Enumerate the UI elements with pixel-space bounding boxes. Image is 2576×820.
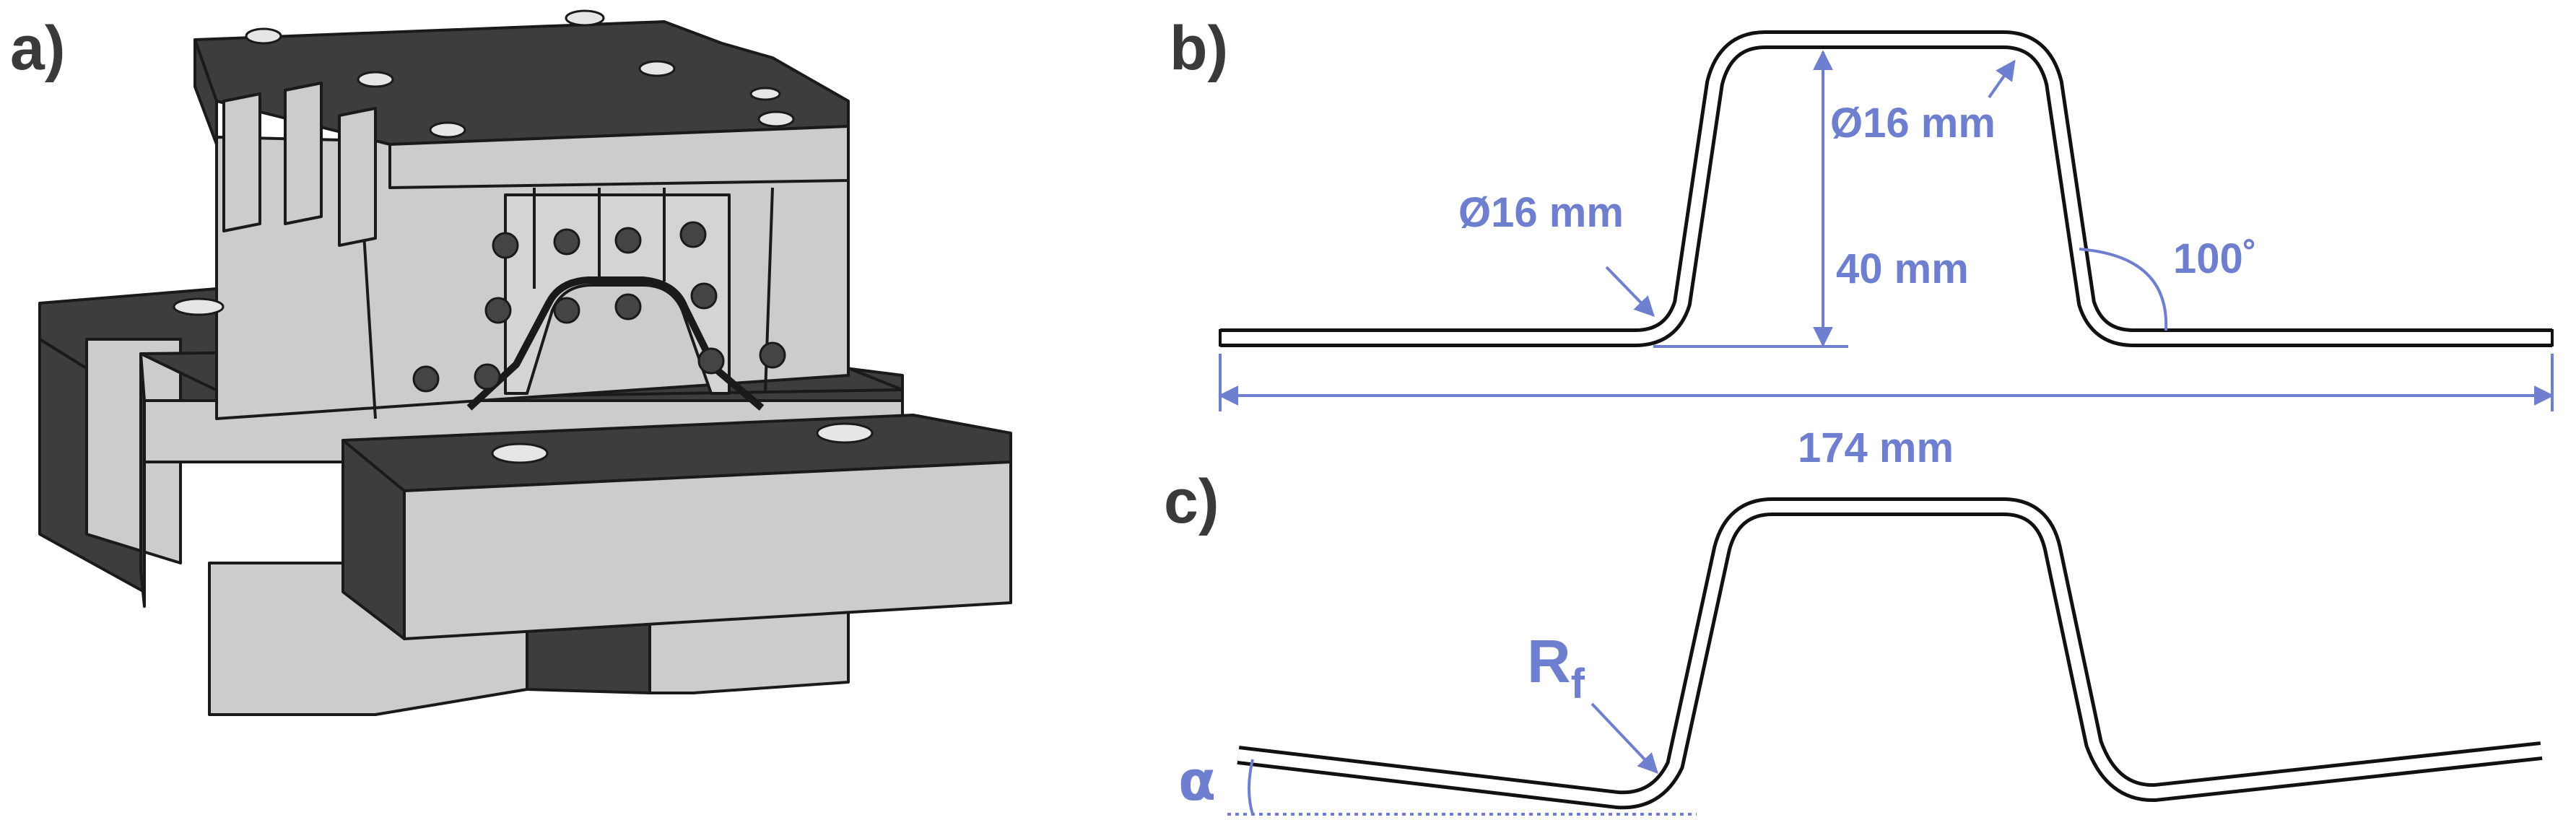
top-plate-holes xyxy=(245,9,795,139)
fillet-radius-subscript: f xyxy=(1571,660,1585,707)
bolt-hole xyxy=(679,221,707,248)
top-plate-hole xyxy=(245,27,282,45)
dimension-height-label: 40 mm xyxy=(1836,245,1969,292)
springback-profile-fill xyxy=(1237,501,2542,806)
bolt-hole xyxy=(474,363,501,391)
panel-label-b: b) xyxy=(1170,14,1228,83)
fillet-radius-leader xyxy=(1591,702,1658,775)
springback-profile xyxy=(1237,497,2543,810)
lower-slab-hole xyxy=(173,297,225,316)
top-plate-hole xyxy=(429,121,466,139)
dimension-annotations xyxy=(1218,50,2554,411)
dimension-top-radius-label: Ø16 mm xyxy=(1830,100,1996,147)
front-block-hole xyxy=(491,442,549,464)
dimension-width-label: 174 mm xyxy=(1798,424,1954,471)
bolt-hole xyxy=(412,365,440,393)
top-plate-slot-1 xyxy=(222,92,261,232)
top-plate-slot-3 xyxy=(338,107,377,247)
bolt-holes xyxy=(412,221,786,393)
top-plate-front xyxy=(388,125,850,189)
bolt-hole xyxy=(492,232,519,259)
lower-slab-front xyxy=(85,338,182,564)
die-cavity-outline xyxy=(466,276,765,411)
bottom-radius-leader xyxy=(1605,266,1655,318)
top-plate-hole xyxy=(749,87,781,101)
bolt-hole xyxy=(759,341,786,369)
bolt-hole xyxy=(614,227,642,254)
nominal-profile xyxy=(1219,30,2554,347)
top-radius-leader xyxy=(1988,59,2016,99)
bolt-hole xyxy=(553,228,580,256)
angle-arc xyxy=(2079,248,2168,331)
top-plate-hole xyxy=(638,60,676,77)
alpha-label: α xyxy=(1178,749,1216,813)
springback-annotations xyxy=(1227,702,1697,816)
top-plate-hole xyxy=(757,110,795,128)
front-block-hole xyxy=(816,422,874,444)
front-block-holes xyxy=(173,297,874,464)
front-block-front xyxy=(403,461,1012,640)
dimension-angle-label: 100˚ xyxy=(2173,235,2257,282)
middle-block-side xyxy=(139,352,146,608)
fillet-radius-symbol: R xyxy=(1527,627,1571,695)
dimension-bottom-radius-label: Ø16 mm xyxy=(1458,189,1624,236)
springback-profile-outline xyxy=(1237,497,2543,810)
front-block-side xyxy=(341,439,406,640)
top-plate-hole xyxy=(565,9,605,27)
fillet-radius-label: Rf xyxy=(1527,627,1585,707)
die-assembly-illustration xyxy=(38,9,1012,716)
bolt-hole xyxy=(553,297,580,324)
bolt-hole xyxy=(614,293,642,320)
top-plate-left xyxy=(193,38,218,146)
bolt-hole xyxy=(690,282,718,310)
panel-label-c: c) xyxy=(1164,467,1219,536)
nominal-profile-outline xyxy=(1220,30,2552,347)
alpha-arc xyxy=(1248,759,1254,815)
bolt-hole xyxy=(484,297,512,324)
bolt-hole xyxy=(697,347,725,375)
top-plate-slot-2 xyxy=(284,82,323,225)
nominal-profile-fill xyxy=(1220,34,2552,344)
top-plate-hole xyxy=(357,71,394,88)
panel-label-a: a) xyxy=(10,14,65,83)
